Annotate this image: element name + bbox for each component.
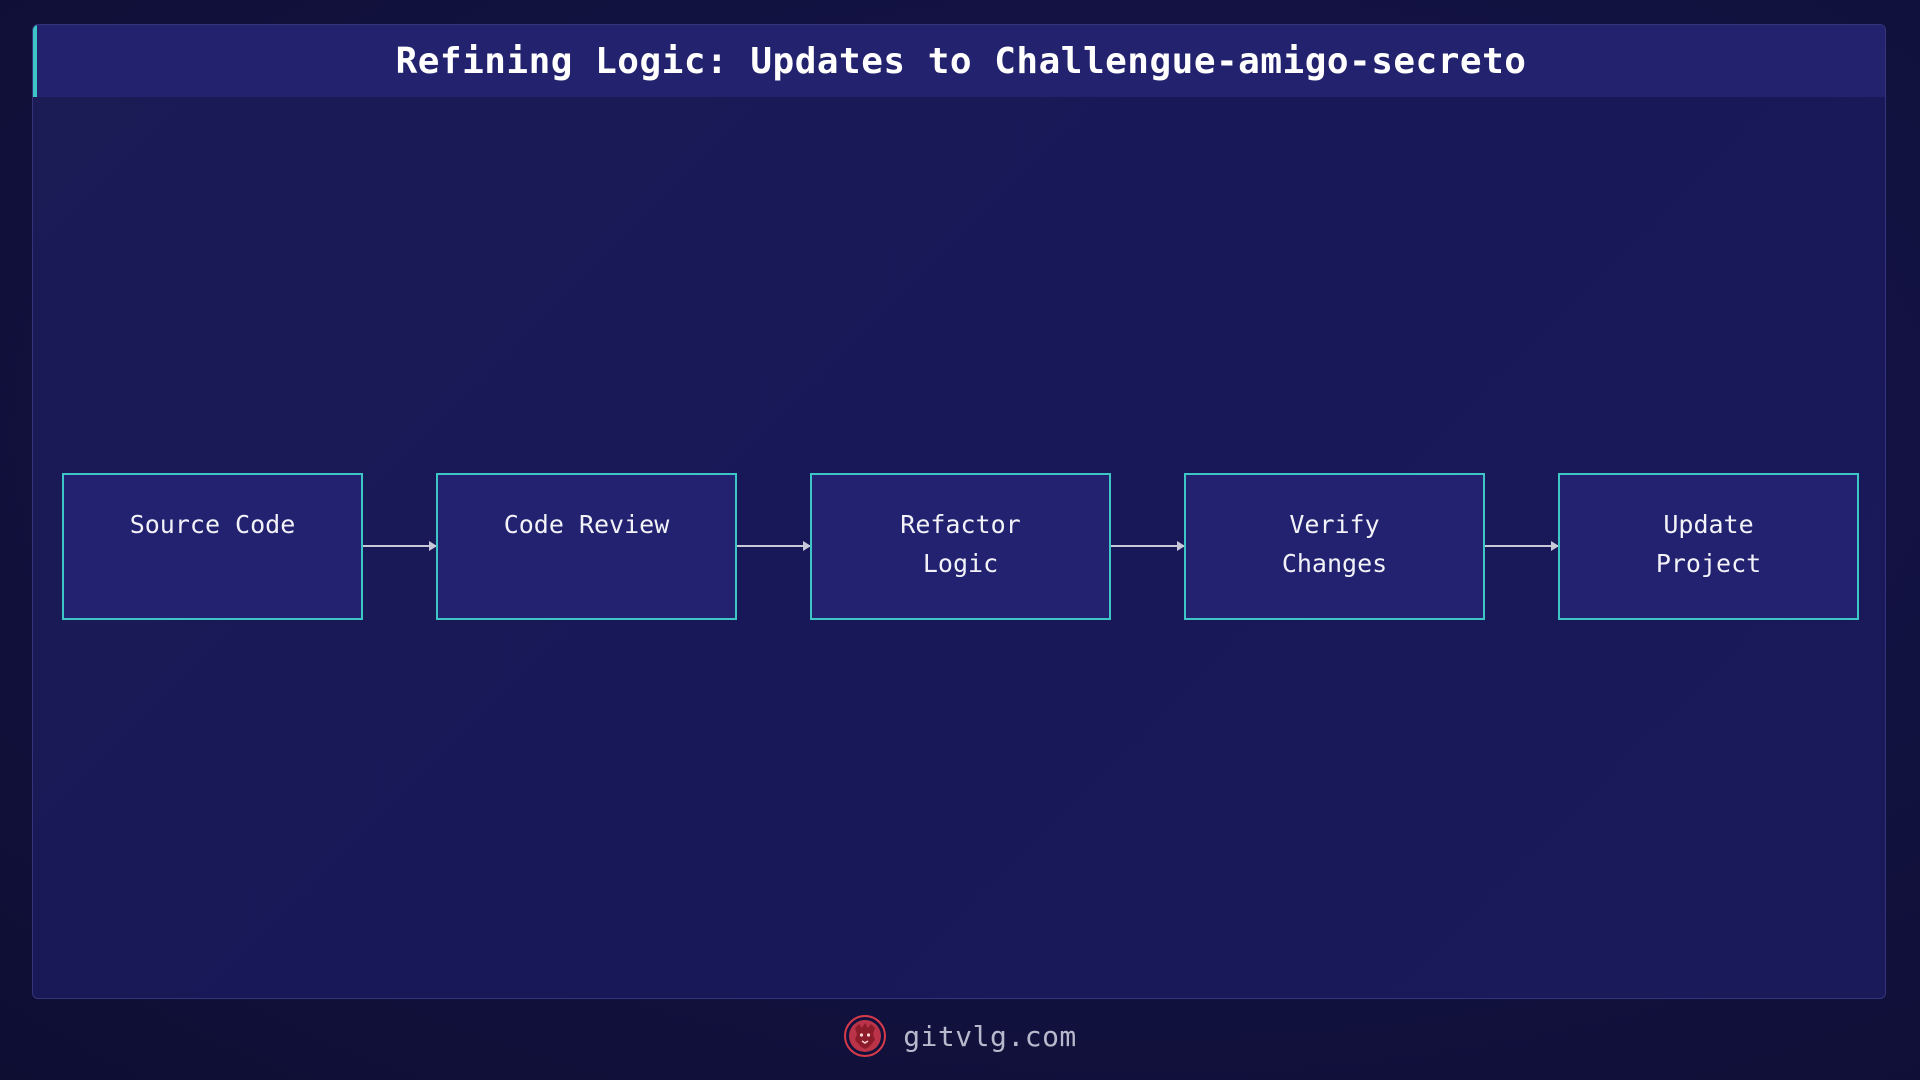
step-label: Code Review [503,510,670,539]
step-label: Update [1663,510,1754,539]
flow-arrow [1111,541,1185,551]
flow-diagram: Source Code Code Review Refactor Logic V… [33,25,1885,998]
diagram-panel: Refining Logic: Updates to Challengue-am… [32,24,1886,999]
footer: gitvlg.com [0,1012,1920,1060]
title-bar: Refining Logic: Updates to Challengue-am… [33,25,1885,97]
step-node-refactor-logic: Refactor Logic [810,473,1111,620]
step-label: Source Code [129,510,296,539]
flow-arrow [1485,541,1559,551]
step-label: Refactor [900,510,1021,539]
flow-arrow [363,541,437,551]
step-label: Logic [922,549,999,578]
step-node-verify-changes: Verify Changes [1184,473,1485,620]
step-node-source-code: Source Code [62,473,363,620]
diagram-title: Refining Logic: Updates to Challengue-am… [395,40,1527,82]
step-node-code-review: Code Review [436,473,737,620]
step-label: Changes [1281,549,1388,578]
footer-site-link[interactable]: gitvlg.com [903,1019,1077,1053]
flow-arrow [737,541,811,551]
step-label: Verify [1289,510,1380,539]
lion-logo-icon [843,1014,887,1058]
step-label: Project [1655,549,1762,578]
step-node-update-project: Update Project [1558,473,1859,620]
